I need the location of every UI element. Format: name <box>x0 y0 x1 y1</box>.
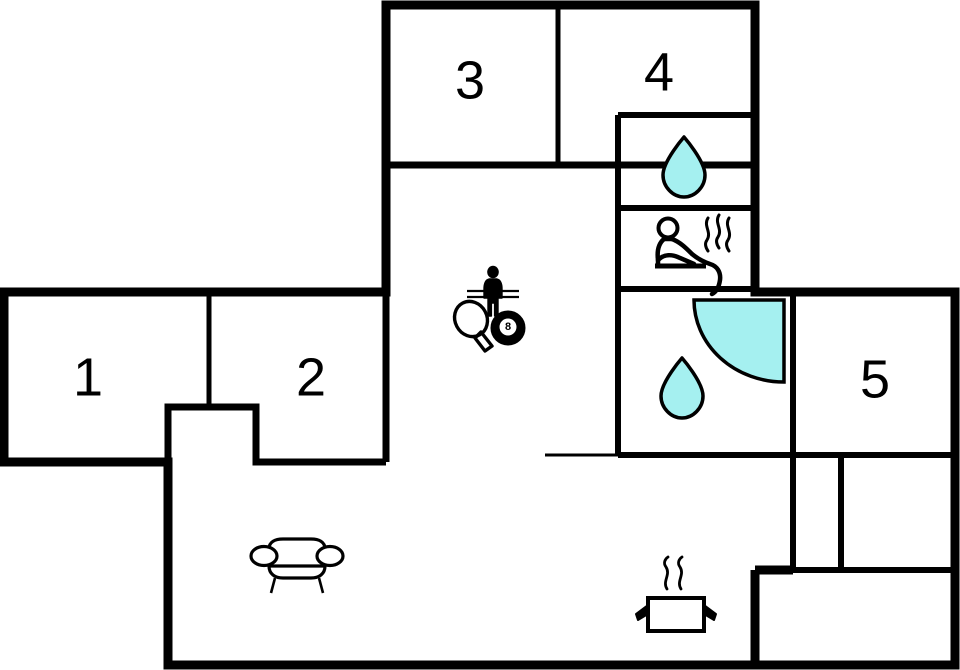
table-tennis-paddle-icon <box>452 299 494 353</box>
icon-layer: 8 <box>249 135 786 633</box>
room-number-1: 1 <box>73 347 103 407</box>
billiard-eight-ball-icon: 8 <box>490 310 526 346</box>
room-number-2: 2 <box>296 347 326 407</box>
foosball-figure-icon <box>467 265 519 317</box>
wall-notch-between-bedrooms <box>164 403 386 466</box>
cooking-pot-icon <box>635 555 717 633</box>
room-number-4: 4 <box>644 42 674 102</box>
room-number-5: 5 <box>860 349 890 409</box>
water-drop-icon <box>661 135 707 199</box>
room-label-layer: 1 2 3 4 5 <box>73 42 890 409</box>
billiard-ball-number: 8 <box>505 321 511 333</box>
sauna-icon <box>655 213 732 297</box>
sofa-icon <box>249 537 345 594</box>
room-number-3: 3 <box>455 50 485 110</box>
shower-enclosure-icon <box>692 298 786 384</box>
water-drop-icon <box>659 356 705 420</box>
